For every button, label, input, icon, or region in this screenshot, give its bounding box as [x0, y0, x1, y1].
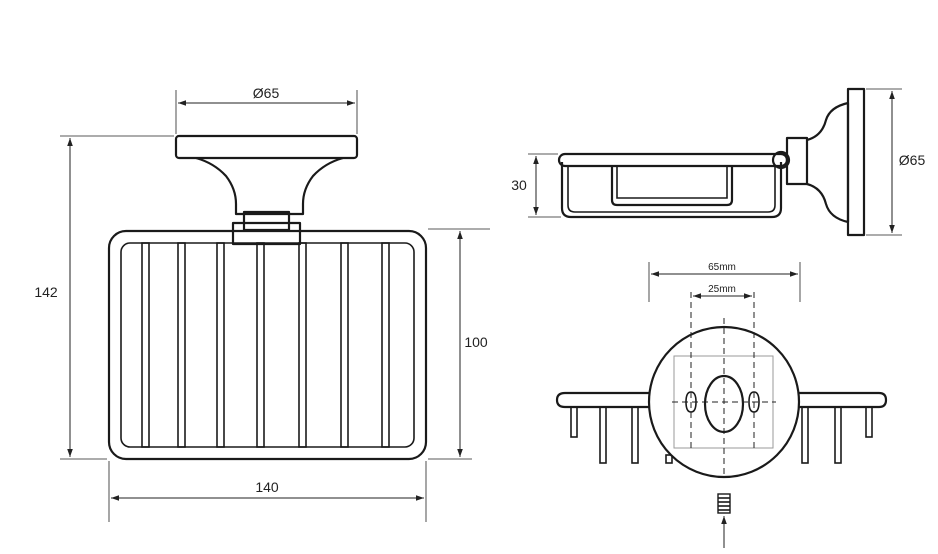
dim-rear-inner-spacing: 25mm — [693, 284, 752, 299]
rear-right-screw-hole — [748, 391, 760, 413]
label-front-basket-height: 100 — [464, 334, 488, 350]
rear-left-rail — [555, 391, 650, 409]
dim-rear-outer-spacing: 65mm — [648, 262, 801, 302]
label-front-top-diameter: Ø65 — [253, 85, 280, 101]
rear-right-rail — [797, 391, 888, 409]
label-side-depth: 30 — [511, 177, 527, 193]
front-wall-plate — [174, 134, 359, 160]
rear-view: 65mm 25mm — [555, 262, 888, 548]
front-arm-clamp — [231, 221, 302, 246]
label-front-overall-height: 142 — [34, 284, 58, 300]
side-bracket — [806, 101, 850, 224]
rear-legs — [570, 406, 873, 464]
dim-front-overall-height: 142 — [34, 135, 174, 460]
dim-side-depth: 30 — [511, 153, 561, 218]
label-front-basket-width: 140 — [255, 479, 279, 495]
dim-front-basket-height: 100 — [428, 228, 490, 460]
side-top-rail — [557, 152, 789, 168]
dim-side-plate-diameter: Ø65 — [866, 88, 926, 236]
label-side-plate-diameter: Ø65 — [899, 152, 926, 168]
side-arm — [785, 136, 809, 186]
side-pivot-ring — [771, 150, 791, 170]
label-rear-outer-spacing: 65mm — [708, 262, 736, 273]
front-basket-bars — [141, 242, 390, 448]
front-basket-outer — [107, 229, 428, 461]
label-rear-inner-spacing: 25mm — [708, 284, 736, 295]
front-basket-inner — [120, 242, 415, 448]
dim-front-basket-width: 140 — [108, 461, 427, 522]
dim-front-top-diameter: Ø65 — [175, 85, 358, 134]
side-basket-outer — [560, 162, 783, 219]
front-view: Ø65 142 100 140 — [34, 85, 490, 522]
front-bracket — [195, 156, 344, 216]
side-inner-tray — [610, 166, 734, 207]
side-view: 30 Ø65 — [511, 87, 926, 237]
side-basket-inner — [567, 166, 776, 213]
side-wall-plate — [846, 87, 866, 237]
rear-grub-screw — [717, 493, 731, 514]
side-inner-tray-wall — [616, 166, 728, 199]
